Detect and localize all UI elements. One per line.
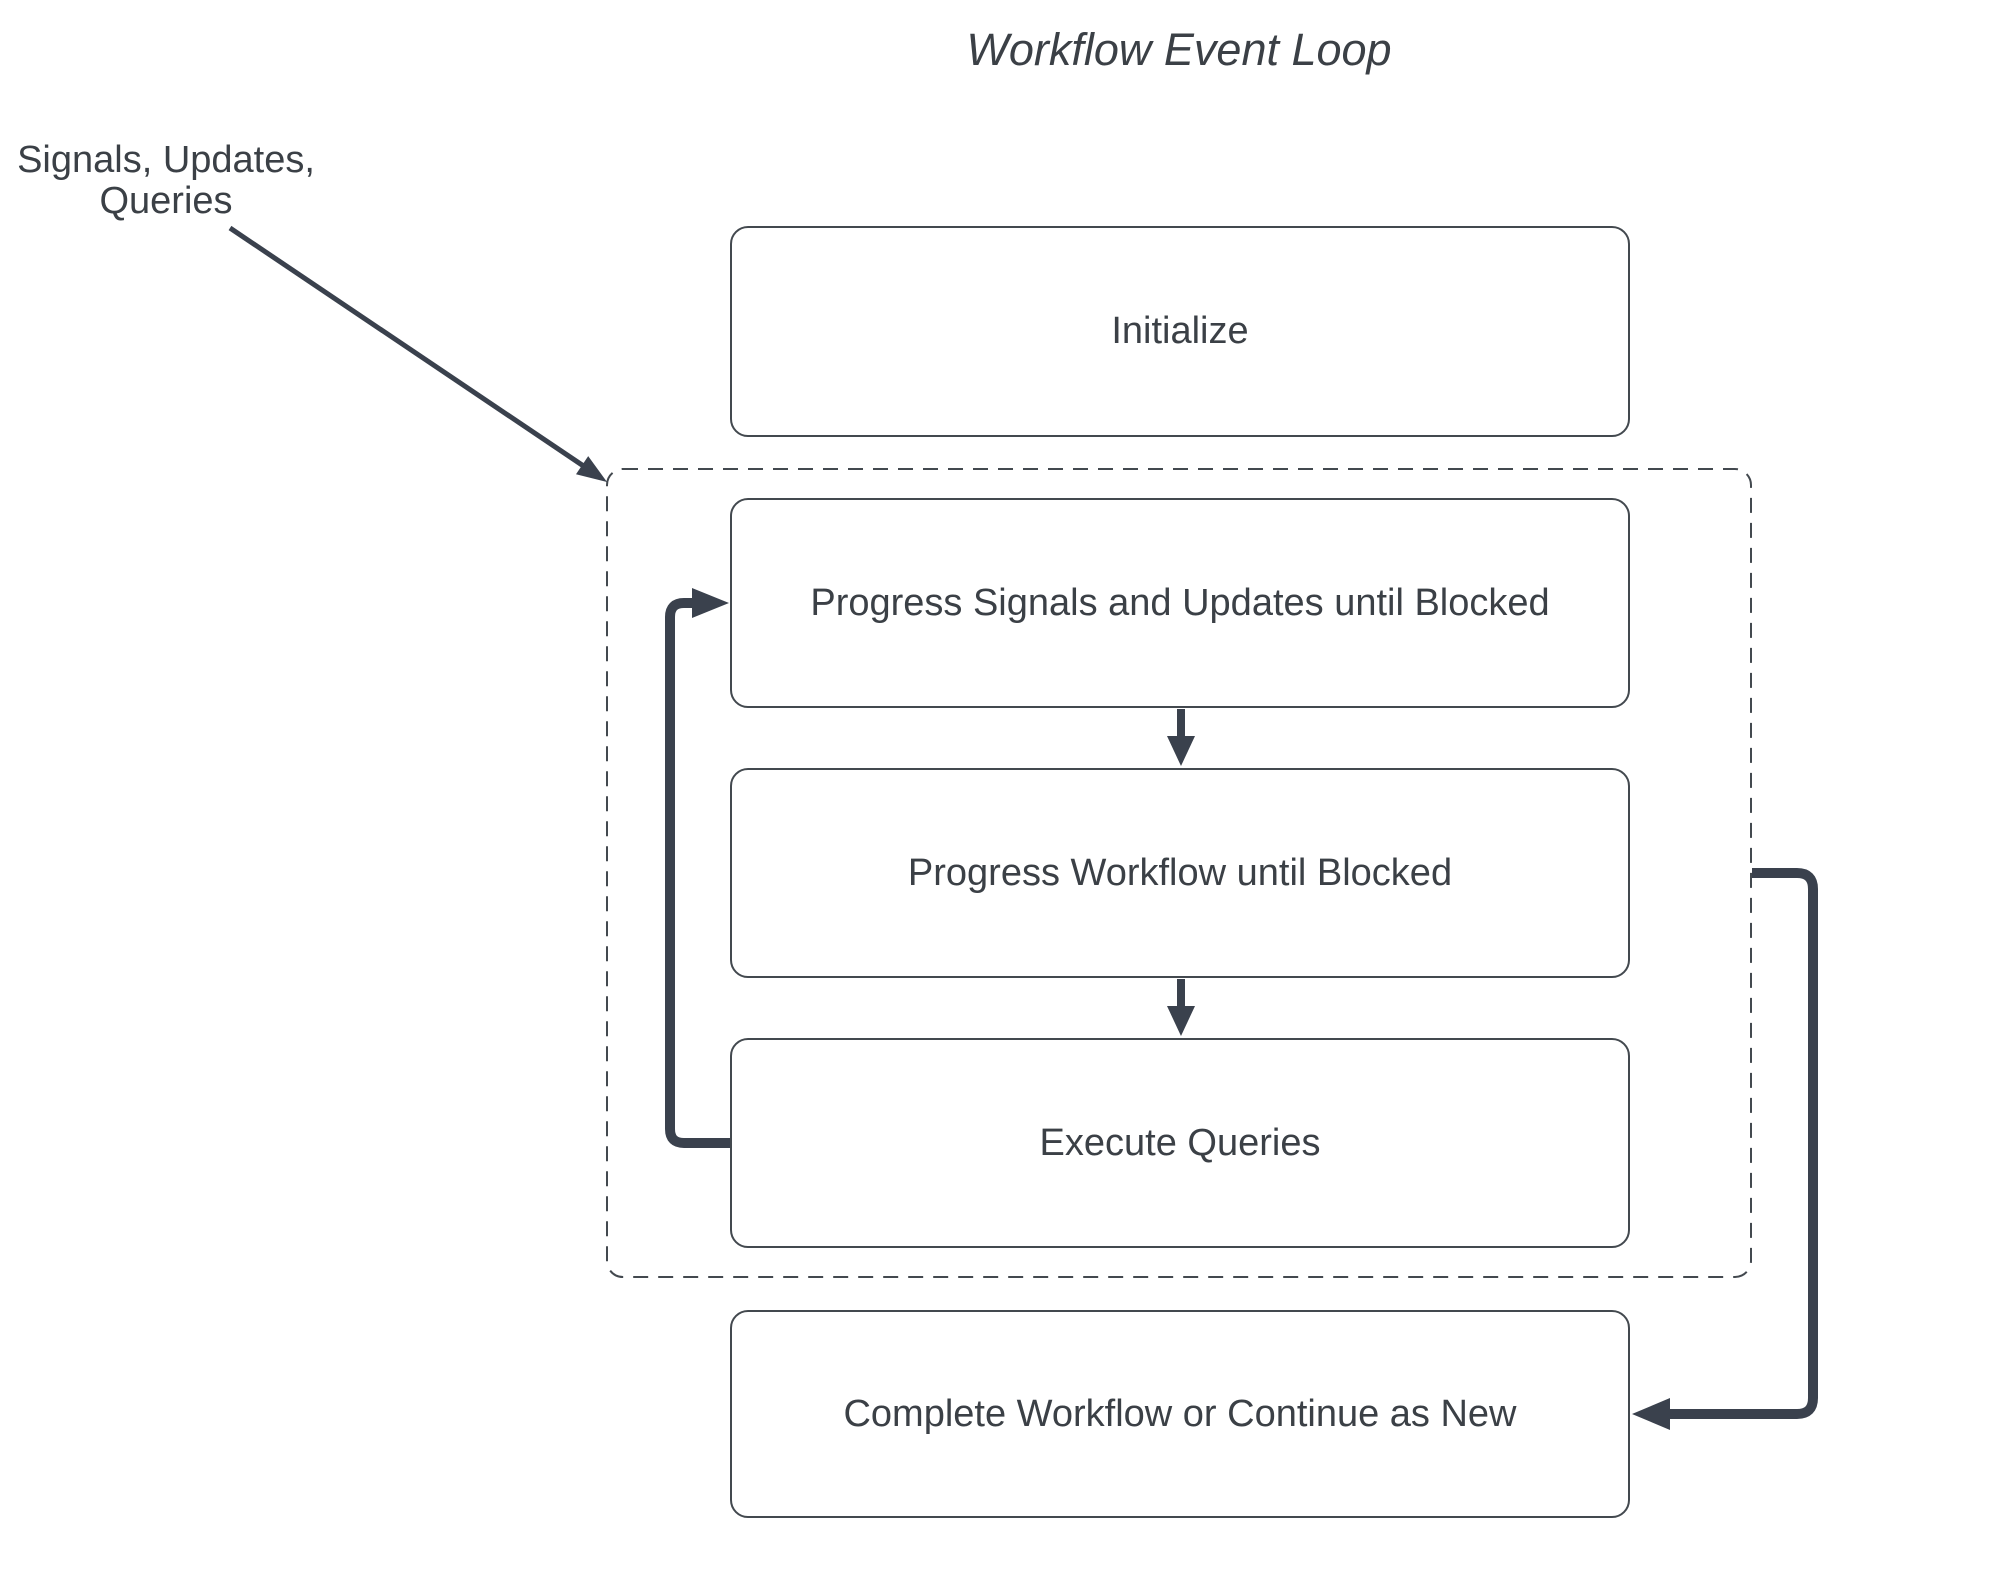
loop-back-arrow-head: [692, 588, 729, 618]
node-progress-workflow-label: Progress Workflow until Blocked: [907, 851, 1453, 894]
down-arrow-2-head: [1167, 1006, 1195, 1036]
down-arrow-1-head: [1167, 736, 1195, 766]
node-progress-signals-and-updates: Progress Signals and Updates until Block…: [730, 498, 1630, 708]
diagram-title: Workflow Event Loop: [966, 24, 1392, 75]
annotation-arrow-line: [228, 225, 587, 470]
node-initialize-label: Initialize: [1111, 310, 1249, 352]
node-progress-workflow: Progress Workflow until Blocked: [730, 768, 1630, 978]
loop-back-arrow-line: [665, 598, 730, 1148]
signals-updates-queries-label: Signals, Updates, Queries: [17, 139, 315, 222]
node-complete-workflow: Complete Workflow or Continue as New: [730, 1310, 1630, 1518]
event-loop-boundary: [606, 468, 1752, 1278]
node-complete-workflow-label: Complete Workflow or Continue as New: [843, 1392, 1517, 1435]
node-execute-queries: Execute Queries: [730, 1038, 1630, 1248]
exit-arrow-head: [1632, 1398, 1670, 1430]
node-progress-signals-label: Progress Signals and Updates until Block…: [810, 581, 1550, 624]
node-initialize: Initialize: [730, 226, 1630, 437]
annotation-arrow-head: [576, 456, 607, 482]
exit-arrow-line: [1670, 868, 1818, 1419]
node-execute-queries-label: Execute Queries: [1039, 1121, 1321, 1164]
